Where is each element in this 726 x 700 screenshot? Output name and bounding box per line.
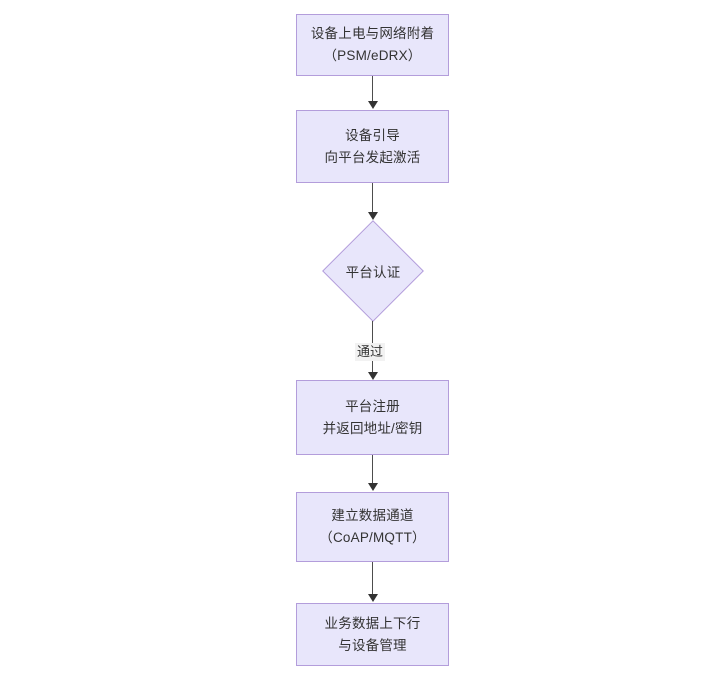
- connector-n2-n3: [372, 183, 374, 213]
- flow-node-line1: 建立数据通道: [331, 508, 414, 524]
- flow-node-line1: 设备上电与网络附着: [310, 26, 435, 42]
- flow-node-platform-register[interactable]: 平台注册 并返回地址/密钥: [296, 380, 449, 455]
- arrowhead-icon-n3-n4: [368, 372, 378, 380]
- flow-node-power-on-attach[interactable]: 设备上电与网络附着 （PSM/eDRX）: [296, 14, 449, 76]
- connector-n4-n5: [372, 455, 374, 484]
- flow-node-line2: （CoAP/MQTT）: [319, 530, 426, 545]
- arrowhead-icon-n2-n3: [368, 212, 378, 220]
- flow-node-device-bootstrap[interactable]: 设备引导 向平台发起激活: [296, 110, 449, 183]
- edge-label-pass: 通过: [355, 343, 386, 361]
- flow-node-line2: 与设备管理: [338, 637, 407, 653]
- connector-n1-n2: [372, 76, 374, 102]
- flow-node-line1: 平台认证: [345, 265, 401, 280]
- flow-node-line1: 业务数据上下行: [324, 615, 421, 631]
- arrowhead-icon-n4-n5: [368, 483, 378, 491]
- arrowhead-icon-n1-n2: [368, 101, 378, 109]
- arrowhead-icon-n5-n6: [368, 594, 378, 602]
- flow-node-business-data-and-device-management[interactable]: 业务数据上下行 与设备管理: [296, 603, 449, 666]
- flow-node-line2: 向平台发起激活: [324, 149, 421, 165]
- flow-node-line2: （PSM/eDRX）: [323, 48, 422, 63]
- flow-node-establish-data-channel[interactable]: 建立数据通道 （CoAP/MQTT）: [296, 492, 449, 562]
- flow-node-line1: 设备引导: [345, 127, 400, 143]
- flow-node-platform-auth-decision[interactable]: 平台认证: [322, 220, 424, 322]
- flow-node-line2: 并返回地址/密钥: [322, 420, 423, 436]
- flow-node-line1: 平台注册: [345, 398, 400, 414]
- connector-n5-n6: [372, 562, 374, 595]
